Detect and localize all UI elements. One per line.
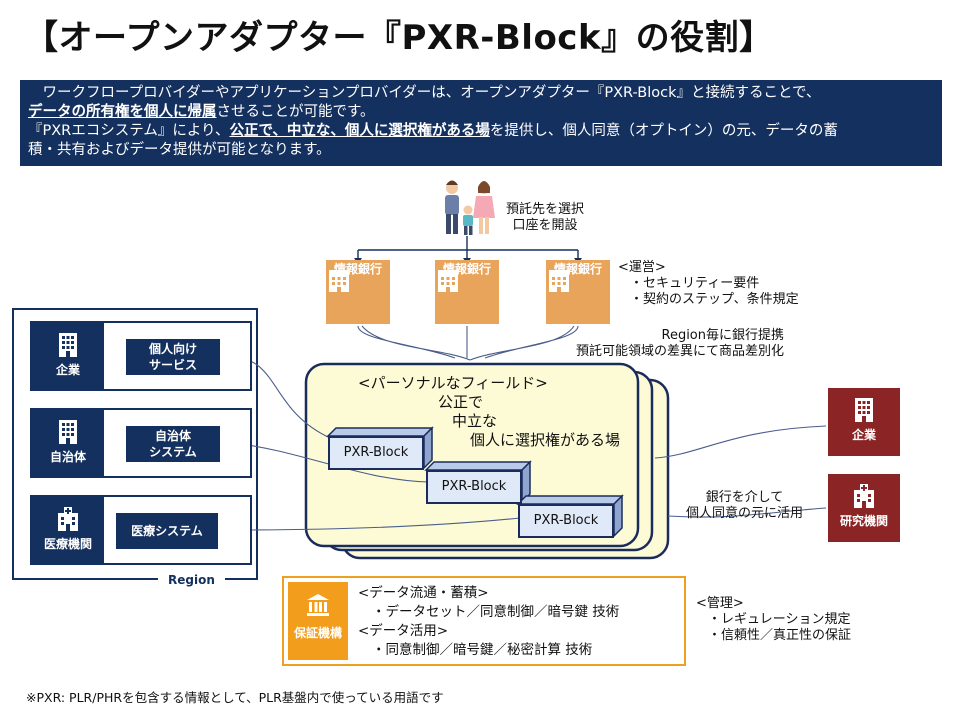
management-heading: <管理> bbox=[696, 596, 744, 611]
municipality-system-line-1: 自治体 bbox=[154, 429, 191, 443]
footnote: ※PXR: PLR/PHRを包含する情報として、PLR基盤内で使っている用語です bbox=[26, 690, 444, 705]
personal-service-box: 個人向けサービス bbox=[126, 339, 220, 375]
municipality-label: 自治体 bbox=[49, 450, 86, 464]
office-building-icon bbox=[855, 398, 873, 422]
personal-service-line-1: 個人向け bbox=[148, 342, 197, 356]
intro-line-4: 積・共有およびデータ提供が可能となります。 bbox=[28, 142, 331, 158]
guarantee-box: 保証機構 <データ流通・蓄積> ・データセット／同意制御／暗号鍵 技術 <データ… bbox=[282, 576, 686, 666]
municipality-system-box: 自治体システム bbox=[126, 426, 220, 462]
info-bank-1[interactable]: 情報銀行 bbox=[326, 260, 390, 324]
company-label: 企業 bbox=[55, 363, 80, 377]
guarantee-text: <データ流通・蓄積> ・データセット／同意制御／暗号鍵 技術 <データ活用> ・… bbox=[358, 584, 619, 660]
pxr-block-1[interactable]: PXR-Block bbox=[328, 436, 424, 470]
bank-building-icon bbox=[329, 270, 349, 292]
pxr-block-3[interactable]: PXR-Block bbox=[518, 504, 614, 538]
intro-line-1: ワークフロープロバイダーやアプリケーションプロバイダーは、オープンアダプター『P… bbox=[28, 85, 821, 101]
management-item-regulation: ・レギュレーション規定 bbox=[708, 612, 851, 627]
hospital-icon bbox=[854, 484, 874, 508]
info-bank-3[interactable]: 情報銀行 bbox=[546, 260, 610, 324]
bank-building-icon bbox=[438, 270, 458, 292]
intro-line-3-rest: を提供し、個人同意（オプトイン）の元、データの蓄 bbox=[489, 123, 838, 139]
right-research-label: 研究機関 bbox=[839, 514, 888, 528]
pxr-block-2[interactable]: PXR-Block bbox=[426, 470, 522, 504]
intro-line-2-rest: させることが可能です。 bbox=[216, 104, 375, 120]
bank-consent-line-2: 個人同意の元に活用 bbox=[686, 506, 804, 521]
field-choice: 個人に選択権がある場 bbox=[470, 431, 621, 449]
region-note-line-2: 預託可能領域の差異にて商品差別化 bbox=[576, 344, 785, 359]
management-item-trust: ・信頼性／真正性の保証 bbox=[708, 628, 852, 643]
region-row-municipality[interactable]: 自治体 自治体システム bbox=[30, 408, 252, 478]
medical-system-line-1: 医療システム bbox=[131, 524, 203, 538]
region-label: Region bbox=[158, 572, 225, 588]
region-row-medical[interactable]: 医療機関 医療システム bbox=[30, 495, 252, 565]
office-building-icon bbox=[59, 420, 77, 444]
personal-service-line-2: サービス bbox=[148, 358, 197, 372]
bank-consent-note: 銀行を介して 個人同意の元に活用 bbox=[686, 490, 803, 522]
institution-icon bbox=[307, 594, 329, 616]
intro-fair-place-emphasis: 公正で、中立な、個人に選択権がある場 bbox=[229, 123, 490, 139]
person-caption-line-1: 預託先を選択 bbox=[506, 202, 585, 217]
company-tile: 企業 bbox=[32, 323, 104, 389]
intro-ownership-emphasis: データの所有権を個人に帰属 bbox=[28, 104, 217, 120]
management-notes: <管理> ・レギュレーション規定 ・信頼性／真正性の保証 bbox=[696, 596, 851, 644]
bank-consent-line-1: 銀行を介して bbox=[705, 490, 784, 505]
guarantee-tile[interactable]: 保証機構 bbox=[288, 582, 348, 660]
guarantee-line-4: ・同意制御／暗号鍵／秘密計算 技術 bbox=[372, 642, 593, 658]
medical-system-box: 医療システム bbox=[116, 513, 218, 549]
right-company-tile[interactable]: 企業 bbox=[828, 388, 900, 456]
intro-line-2: データの所有権を個人に帰属させることが可能です。 bbox=[28, 103, 934, 122]
guarantee-label: 保証機構 bbox=[293, 626, 342, 640]
field-fair: 公正で bbox=[438, 393, 484, 411]
operation-notes: <運営> ・セキュリティー要件 ・契約のステップ、条件規定 bbox=[618, 260, 799, 308]
right-company-label: 企業 bbox=[851, 428, 876, 442]
bank-building-icon bbox=[549, 270, 569, 292]
intro-line-3-pre: 『PXRエコシステム』により、 bbox=[28, 123, 230, 139]
field-heading: <パーソナルなフィールド> bbox=[358, 374, 548, 392]
field-neutral: 中立な bbox=[452, 412, 498, 430]
person-caption-line-2: 口座を開設 bbox=[512, 218, 578, 233]
region-row-company[interactable]: 企業 個人向けサービス bbox=[30, 321, 252, 391]
intro-line-3: 『PXRエコシステム』により、公正で、中立な、個人に選択権がある場を提供し、個人… bbox=[28, 122, 934, 141]
guarantee-line-3: <データ活用> bbox=[358, 623, 449, 639]
municipality-tile: 自治体 bbox=[32, 410, 104, 476]
info-bank-2[interactable]: 情報銀行 bbox=[435, 260, 499, 324]
guarantee-line-2: ・データセット／同意制御／暗号鍵 技術 bbox=[372, 604, 620, 620]
medical-tile: 医療機関 bbox=[32, 497, 104, 563]
operation-heading: <運営> bbox=[618, 260, 666, 275]
person-bank-tree bbox=[357, 236, 579, 260]
office-building-icon bbox=[59, 333, 77, 357]
operation-item-security: ・セキュリティー要件 bbox=[630, 276, 760, 291]
region-note: Region毎に銀行提携 預託可能領域の差異にて商品差別化 bbox=[576, 328, 784, 360]
guarantee-line-1: <データ流通・蓄積> bbox=[358, 585, 489, 601]
right-research-tile[interactable]: 研究機関 bbox=[828, 474, 900, 542]
intro-banner: ワークフロープロバイダーやアプリケーションプロバイダーは、オープンアダプター『P… bbox=[20, 80, 942, 166]
hospital-icon bbox=[58, 507, 78, 531]
municipality-system-line-2: システム bbox=[149, 445, 197, 459]
region-note-line-1: Region毎に銀行提携 bbox=[661, 328, 785, 343]
medical-label: 医療機関 bbox=[43, 537, 92, 551]
page-title: 【オープンアダプター『PXR-Block』の役割】 bbox=[24, 18, 774, 58]
operation-item-contract: ・契約のステップ、条件規定 bbox=[630, 292, 799, 307]
family-icon bbox=[445, 180, 495, 235]
person-caption: 預託先を選択 口座を開設 bbox=[506, 202, 584, 234]
